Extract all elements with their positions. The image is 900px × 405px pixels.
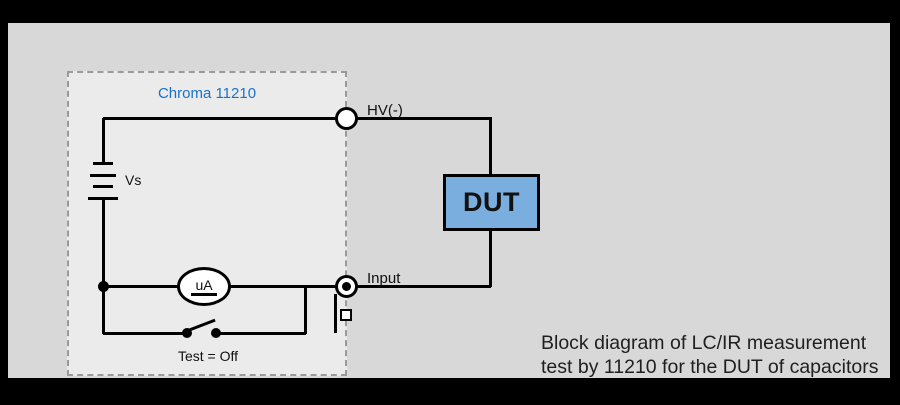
wire-switch-right	[215, 331, 306, 335]
wire-input-stub	[333, 294, 337, 333]
input-terminal-pin	[341, 281, 351, 291]
instrument-boundary-box	[67, 71, 347, 376]
wire-switch-riser	[303, 286, 307, 334]
switch-contact-left	[182, 328, 192, 338]
instrument-label: Chroma 11210	[157, 85, 257, 102]
switch-state-label: Test = Off	[177, 348, 239, 364]
battery-plate-2	[90, 173, 116, 177]
input-terminal	[334, 274, 358, 298]
input-shield-square	[340, 309, 352, 321]
wire-right-lower	[489, 230, 492, 287]
battery-label: Vs	[125, 172, 142, 188]
switch-contact-right	[211, 328, 221, 338]
wire-bottom-main	[103, 284, 491, 288]
battery-plate-4	[88, 196, 118, 200]
junction-dot	[97, 280, 109, 292]
battery-plate-3	[93, 185, 113, 188]
diagram-canvas: Chroma 11210 Vs uA Test = Off HV(-	[8, 23, 890, 378]
wire-left-upper	[101, 118, 105, 164]
hv-terminal-label: HV(-)	[367, 102, 403, 119]
dut-block: DUT	[443, 174, 540, 231]
wire-right-upper	[489, 118, 492, 175]
caption-line-2: test by 11210 for the DUT of capacitors	[541, 356, 879, 378]
hv-terminal	[334, 106, 358, 130]
input-terminal-label: Input	[367, 270, 401, 287]
ammeter-underline	[191, 292, 217, 296]
wire-switch-left	[103, 331, 188, 335]
wire-top	[103, 116, 492, 120]
caption-line-1: Block diagram of LC/IR measurement	[541, 332, 867, 354]
wire-left-lower	[101, 197, 105, 334]
caption: Block diagram of LC/IR measurement test …	[541, 331, 878, 379]
battery-plate-1	[93, 162, 113, 165]
ammeter-label: uA	[195, 276, 213, 293]
dut-label: DUT	[463, 187, 520, 217]
ammeter-symbol: uA	[177, 267, 231, 306]
